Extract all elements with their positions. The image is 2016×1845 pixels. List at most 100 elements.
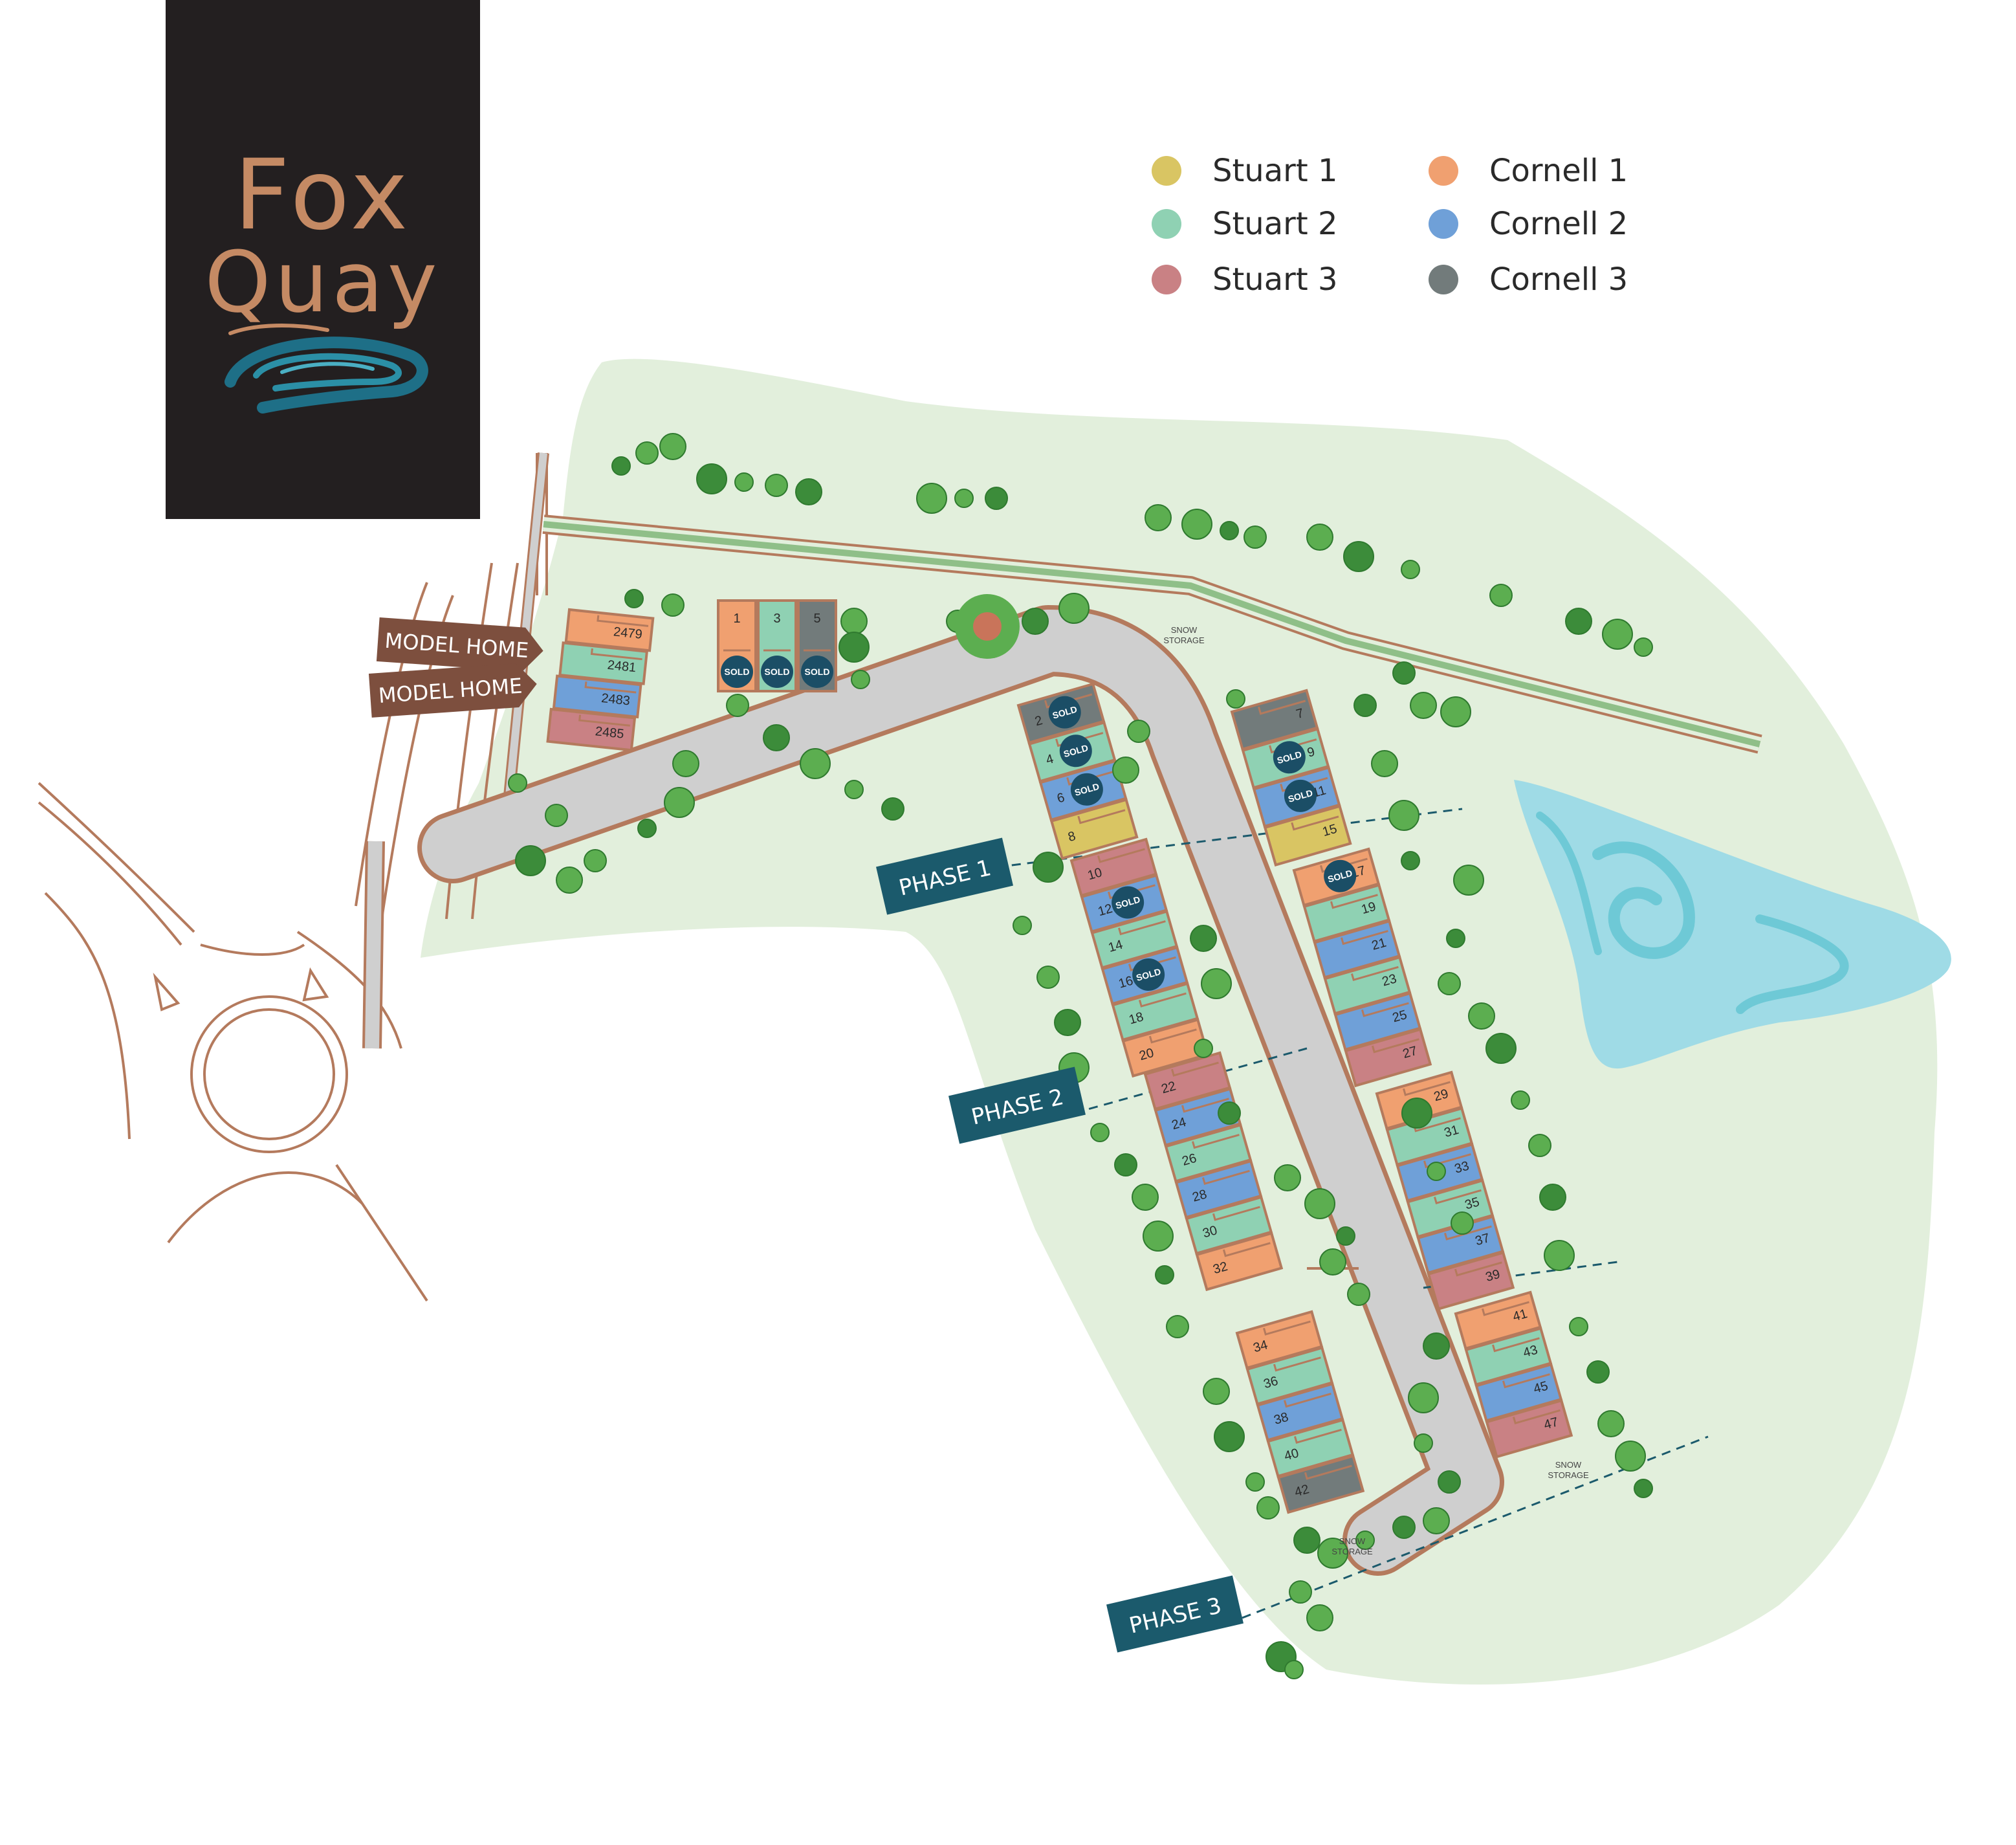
sold-badge	[1070, 773, 1103, 806]
tree-icon	[508, 773, 527, 793]
legend-item: Stuart 3	[1152, 261, 1337, 298]
sold-badge	[721, 656, 753, 688]
tree-icon	[584, 849, 607, 872]
tree-icon	[954, 489, 974, 508]
lot-19[interactable]: 19	[1302, 883, 1391, 944]
lot-24[interactable]: 24	[1154, 1087, 1242, 1147]
roof-line	[1044, 693, 1093, 709]
lot-34[interactable]: 34	[1235, 1310, 1324, 1370]
lot-47[interactable]: 47	[1485, 1398, 1573, 1459]
tree-icon	[881, 797, 904, 821]
tree-icon	[1244, 525, 1267, 549]
roof-line	[1138, 992, 1187, 1008]
sold-label: SOLD	[805, 667, 830, 677]
phase-1-sign: PHASE 1	[876, 837, 1013, 915]
tree-icon	[1054, 1009, 1081, 1036]
tree-icon	[1155, 1265, 1174, 1285]
roof-line	[1304, 1464, 1352, 1480]
lot-2485[interactable]: 2485	[546, 707, 637, 752]
roof-line	[1350, 966, 1399, 981]
lot-20[interactable]: 20	[1121, 1018, 1210, 1078]
logo-text: Fox	[234, 139, 412, 252]
roof-line	[1222, 1242, 1271, 1257]
tree-icon	[1438, 972, 1461, 995]
lot-footprint	[1121, 1018, 1210, 1078]
lot-42[interactable]: 42	[1276, 1454, 1365, 1514]
lot-32[interactable]: 32	[1195, 1232, 1284, 1292]
lot-8[interactable]: 8	[1049, 798, 1139, 860]
lot-7[interactable]: 7	[1230, 689, 1319, 751]
water-swirl-icon	[225, 324, 428, 414]
model-home-sign[interactable]: MODEL HOME	[368, 662, 538, 718]
roof-line	[1291, 815, 1339, 831]
lot-39[interactable]: 39	[1427, 1251, 1515, 1311]
roof-line	[1258, 700, 1306, 715]
lot-2483[interactable]: 2483	[552, 674, 642, 719]
tree-icon	[838, 632, 870, 663]
lot-30[interactable]: 30	[1185, 1195, 1273, 1255]
tree-icon	[661, 593, 685, 617]
legend-label: Cornell 1	[1489, 153, 1628, 189]
model-home-sign[interactable]: MODEL HOME	[376, 617, 545, 673]
tree-icon	[1289, 1580, 1312, 1604]
sold-badge	[1324, 859, 1357, 892]
roof-line	[590, 648, 642, 661]
tree-icon	[1485, 1033, 1517, 1064]
phase-3-sign: PHASE 3	[1106, 1575, 1244, 1653]
legend-item: Cornell 3	[1429, 261, 1628, 298]
tree-icon	[1036, 966, 1060, 989]
tree-icon	[659, 433, 686, 460]
lot-27[interactable]: 27	[1344, 1028, 1432, 1088]
roof-line	[1097, 848, 1145, 863]
legend-swatch	[1429, 209, 1458, 239]
tree-icon	[1371, 750, 1398, 777]
tree-icon	[635, 441, 659, 465]
logo-text: Quay	[204, 233, 441, 331]
tree-icon	[916, 483, 947, 514]
tree-icon	[1220, 521, 1239, 540]
lot-number: 2481	[607, 658, 637, 676]
tree-icon	[1438, 1470, 1461, 1494]
tree-icon	[1401, 851, 1420, 870]
tree-icon	[1347, 1283, 1370, 1306]
lot-18[interactable]: 18	[1111, 982, 1200, 1042]
tree-icon	[1423, 1332, 1450, 1360]
tree-icon	[1392, 661, 1416, 685]
tree-icon	[1401, 560, 1420, 579]
lot-22[interactable]: 22	[1143, 1051, 1232, 1111]
tree-icon	[1274, 1164, 1301, 1191]
lot-15[interactable]: 15	[1263, 804, 1352, 867]
tree-icon	[637, 819, 657, 838]
tree-icon	[611, 456, 631, 476]
tree-icon	[1634, 1479, 1653, 1498]
sold-badge	[1059, 735, 1092, 768]
lot-36[interactable]: 36	[1245, 1346, 1334, 1406]
legend-swatch	[1152, 265, 1181, 294]
tree-icon	[844, 780, 864, 799]
roof-line	[1077, 809, 1126, 824]
lot-40[interactable]: 40	[1266, 1418, 1355, 1478]
lot-38[interactable]: 38	[1256, 1382, 1344, 1442]
lot-10[interactable]: 10	[1069, 837, 1158, 898]
roof-line	[1502, 1373, 1550, 1389]
roof-line	[1055, 732, 1104, 747]
roof-line	[1148, 1028, 1197, 1044]
tree-icon	[1114, 1153, 1137, 1177]
tree-icon	[1284, 1660, 1304, 1679]
tree-icon	[1245, 1472, 1265, 1492]
